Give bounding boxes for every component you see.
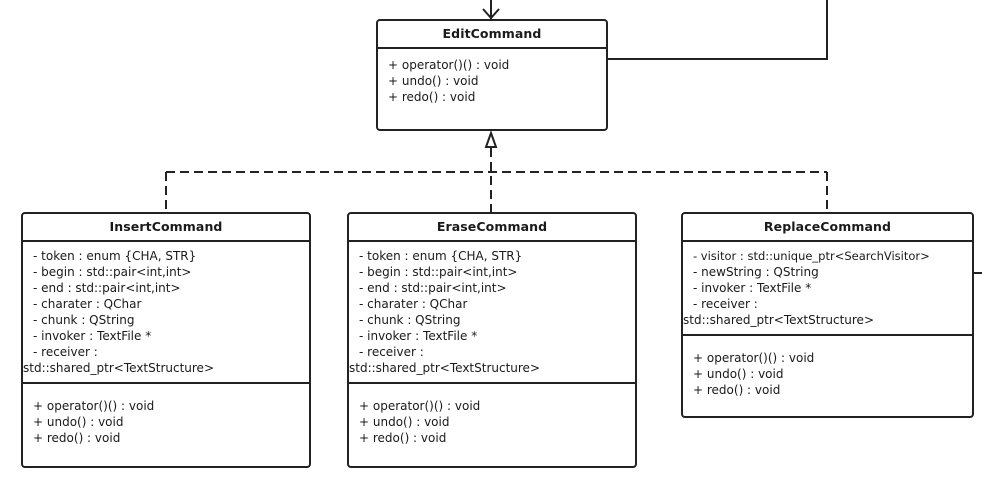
attribute: - chunk : QString [359,313,461,327]
class-name: InsertCommand [23,214,309,242]
method: + operator()() : void [388,58,510,72]
class-insert-command[interactable]: InsertCommand - token : enum {CHA, STR} … [21,212,311,468]
attributes-section: - token : enum {CHA, STR} - begin : std:… [23,242,309,382]
attribute: - chunk : QString [33,313,135,327]
attribute: - receiver : [33,345,98,359]
methods-section: + operator()() : void + undo() : void + … [23,382,309,452]
attribute: - receiver : [693,297,758,311]
method: + undo() : void [359,415,450,429]
attribute: - token : enum {CHA, STR} [359,249,523,263]
methods-section: + operator()() : void + undo() : void + … [378,49,606,111]
class-replace-command[interactable]: ReplaceCommand - visitor : std::unique_p… [681,212,974,418]
incoming-arrow-head [482,8,500,20]
method: + redo() : void [359,431,447,445]
attribute: std::shared_ptr<TextStructure> [349,361,540,375]
realization-lines [165,148,828,212]
class-name: ReplaceCommand [683,214,972,242]
attribute: - invoker : TextFile * [359,329,478,343]
attributes-section: - token : enum {CHA, STR} - begin : std:… [349,242,635,382]
attribute: - begin : std::pair<int,int> [359,265,518,279]
attribute: std::shared_ptr<TextStructure> [683,313,874,327]
methods-section: + operator()() : void + undo() : void + … [349,382,635,452]
attribute: - invoker : TextFile * [693,281,812,295]
attribute: std::shared_ptr<TextStructure> [23,361,214,375]
method: + undo() : void [33,415,124,429]
attribute: - token : enum {CHA, STR} [33,249,197,263]
attribute: - charater : QChar [359,297,468,311]
attribute: - visitor : std::unique_ptr<SearchVisito… [693,249,930,263]
class-name: EraseCommand [349,214,635,242]
attributes-section: - visitor : std::unique_ptr<SearchVisito… [683,242,972,334]
method: + redo() : void [693,383,781,397]
method: + operator()() : void [693,351,815,365]
method: + redo() : void [388,90,476,104]
attribute: - end : std::pair<int,int> [359,281,507,295]
methods-section: + operator()() : void + undo() : void + … [683,334,972,404]
attribute: - receiver : [359,345,424,359]
method: + redo() : void [33,431,121,445]
attribute: - begin : std::pair<int,int> [33,265,192,279]
attribute: - end : std::pair<int,int> [33,281,181,295]
class-name: EditCommand [378,21,606,49]
class-edit-command[interactable]: EditCommand + operator()() : void + undo… [376,19,608,131]
attribute: - newString : QString [693,265,819,279]
method: + undo() : void [693,367,784,381]
attribute: - charater : QChar [33,297,142,311]
realization-arrowhead [484,130,498,148]
association-line [607,0,828,60]
attribute: - invoker : TextFile * [33,329,152,343]
class-erase-command[interactable]: EraseCommand - token : enum {CHA, STR} -… [347,212,637,468]
method: + operator()() : void [33,399,155,413]
method: + operator()() : void [359,399,481,413]
method: + undo() : void [388,74,479,88]
